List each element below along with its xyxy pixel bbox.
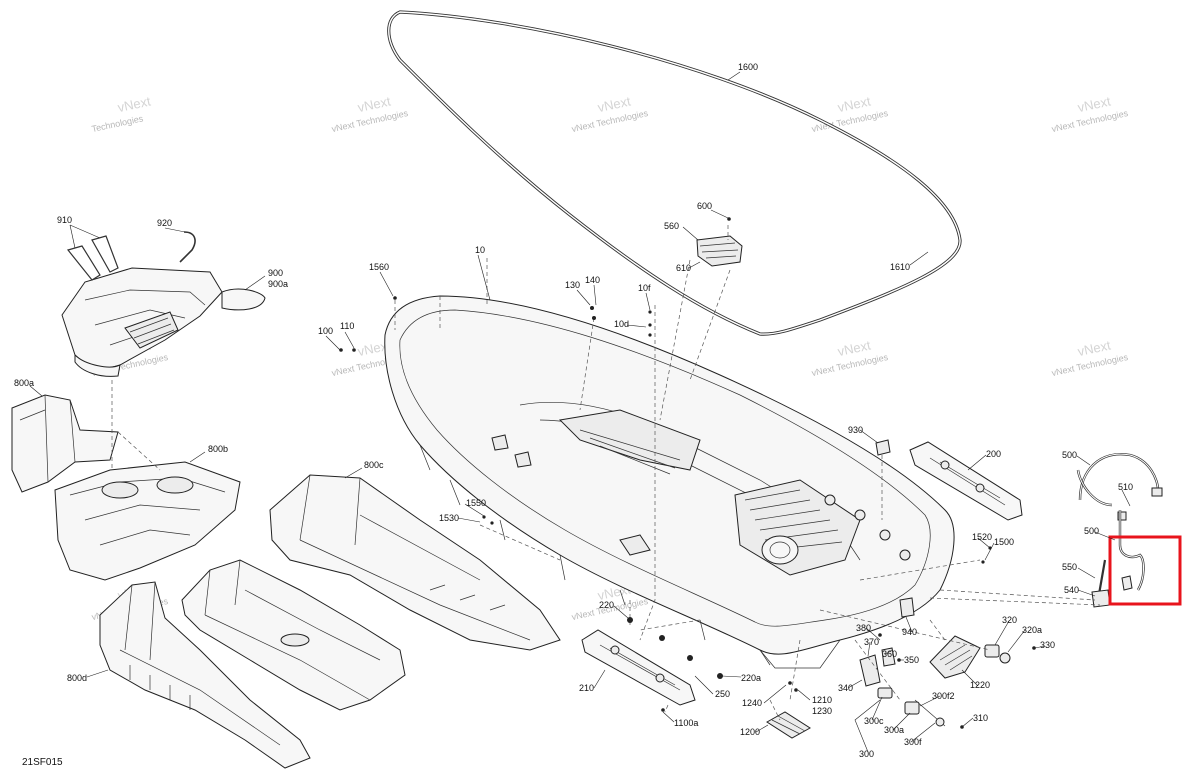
fitting-300[interactable] xyxy=(877,687,946,727)
callout-1520[interactable]: 1520 xyxy=(972,532,992,542)
callout-1230[interactable]: 1230 xyxy=(812,706,832,716)
strap-920[interactable] xyxy=(179,231,196,263)
callout-1210[interactable]: 1210 xyxy=(812,695,832,705)
callout-1200[interactable]: 1200 xyxy=(740,727,760,737)
callout-300[interactable]: 300 xyxy=(859,749,874,759)
hull-10[interactable] xyxy=(384,295,955,669)
watermark-brand: vNext xyxy=(356,337,392,359)
handles-910[interactable] xyxy=(66,235,119,281)
callout-910[interactable]: 910 xyxy=(57,215,72,225)
foam-800b[interactable] xyxy=(54,461,241,581)
storage-900[interactable] xyxy=(61,267,266,377)
callout-10d[interactable]: 10d xyxy=(614,319,629,329)
clamp-550[interactable] xyxy=(1121,575,1133,591)
callout-510[interactable]: 510 xyxy=(1118,482,1133,492)
callout-900a[interactable]: 900a xyxy=(268,279,288,289)
callout-130[interactable]: 130 xyxy=(565,280,580,290)
callout-110[interactable]: 110 xyxy=(340,321,354,331)
callout-380[interactable]: 380 xyxy=(856,623,871,633)
callout-250[interactable]: 250 xyxy=(715,689,730,699)
callout-1240[interactable]: 1240 xyxy=(742,698,762,708)
callout-500-lower[interactable]: 500 xyxy=(1084,526,1099,536)
foam-800a[interactable] xyxy=(11,394,119,493)
watermark-brand: vNext xyxy=(356,93,392,115)
cover-940[interactable] xyxy=(899,597,915,618)
panel-200[interactable] xyxy=(909,441,1023,521)
callout-930[interactable]: 930 xyxy=(848,425,863,435)
watermark-brand: vNext xyxy=(1076,93,1112,115)
callout-labels: 1600 600 560 610 1610 10 1560 130 140 10… xyxy=(14,62,1133,768)
clip-930[interactable] xyxy=(875,439,891,456)
callout-300a[interactable]: 300a xyxy=(884,725,904,735)
callout-220[interactable]: 220 xyxy=(599,600,614,610)
callout-1500[interactable]: 1500 xyxy=(994,537,1014,547)
watermark-brand: vNext xyxy=(1076,337,1112,359)
callout-500-upper[interactable]: 500 xyxy=(1062,450,1077,460)
foam-800c[interactable] xyxy=(269,474,561,651)
callout-350[interactable]: 350 xyxy=(904,655,919,665)
foam-tray[interactable] xyxy=(181,559,406,711)
callout-800b[interactable]: 800b xyxy=(208,444,228,454)
callout-220a[interactable]: 220a xyxy=(741,673,761,683)
callout-140[interactable]: 140 xyxy=(585,275,600,285)
callout-1530[interactable]: 1530 xyxy=(439,513,459,523)
plate-1220[interactable] xyxy=(929,635,981,679)
valve-320[interactable] xyxy=(984,644,1011,664)
highlight-box xyxy=(1108,535,1182,606)
callout-340[interactable]: 340 xyxy=(838,683,853,693)
pad-1200[interactable] xyxy=(766,711,811,739)
callout-940[interactable]: 940 xyxy=(902,627,917,637)
watermark-brand: vNext xyxy=(116,93,152,115)
callout-300c[interactable]: 300c xyxy=(864,716,884,726)
callout-1220[interactable]: 1220 xyxy=(970,680,990,690)
callout-550[interactable]: 550 xyxy=(1062,562,1077,572)
panel-210[interactable] xyxy=(581,629,696,706)
callout-610[interactable]: 610 xyxy=(676,263,691,273)
foam-800d[interactable] xyxy=(99,581,311,769)
callout-1610[interactable]: 1610 xyxy=(890,262,910,272)
bracket-340[interactable] xyxy=(859,647,896,687)
callout-1600[interactable]: 1600 xyxy=(738,62,758,72)
fasteners xyxy=(339,296,1036,729)
hose-500-upper[interactable] xyxy=(1076,453,1163,521)
callout-1550[interactable]: 1550 xyxy=(466,498,486,508)
callout-210[interactable]: 210 xyxy=(579,683,594,693)
callout-300f[interactable]: 300f xyxy=(904,737,922,747)
callout-1100a[interactable]: 1100a xyxy=(674,718,698,728)
callout-1560[interactable]: 1560 xyxy=(369,262,389,272)
callout-370[interactable]: 370 xyxy=(864,637,879,647)
callout-300f2[interactable]: 300f2 xyxy=(932,691,955,701)
callout-200[interactable]: 200 xyxy=(986,449,1001,459)
callout-560[interactable]: 560 xyxy=(664,221,679,231)
callout-10[interactable]: 10 xyxy=(475,245,485,255)
watermark-brand: vNext xyxy=(596,93,632,115)
callout-330[interactable]: 330 xyxy=(1040,640,1055,650)
callout-320a[interactable]: 320a xyxy=(1022,625,1042,635)
callout-900[interactable]: 900 xyxy=(268,268,283,278)
callout-320[interactable]: 320 xyxy=(1002,615,1017,625)
callout-800c[interactable]: 800c xyxy=(364,460,384,470)
callout-360[interactable]: 360 xyxy=(882,649,897,659)
bracket-560[interactable] xyxy=(696,217,743,267)
watermark-text: Technologies xyxy=(91,113,145,134)
callout-540[interactable]: 540 xyxy=(1064,585,1079,595)
callout-310[interactable]: 310 xyxy=(973,713,988,723)
callout-10f[interactable]: 10f xyxy=(638,283,651,293)
callout-800d[interactable]: 800d xyxy=(67,673,87,683)
gasket-1600[interactable] xyxy=(387,10,962,336)
callout-800a[interactable]: 800a xyxy=(14,378,34,388)
callout-100[interactable]: 100 xyxy=(318,326,333,336)
hose-500-lower[interactable] xyxy=(1091,510,1145,608)
callout-600[interactable]: 600 xyxy=(697,201,712,211)
assembly-lines xyxy=(111,225,1101,721)
diagram-code: 21SF015 xyxy=(22,757,63,768)
watermark-brand: vNext xyxy=(836,93,872,115)
callout-920[interactable]: 920 xyxy=(157,218,172,228)
watermark-brand: vNext xyxy=(836,337,872,359)
leader-lines xyxy=(29,71,1131,753)
